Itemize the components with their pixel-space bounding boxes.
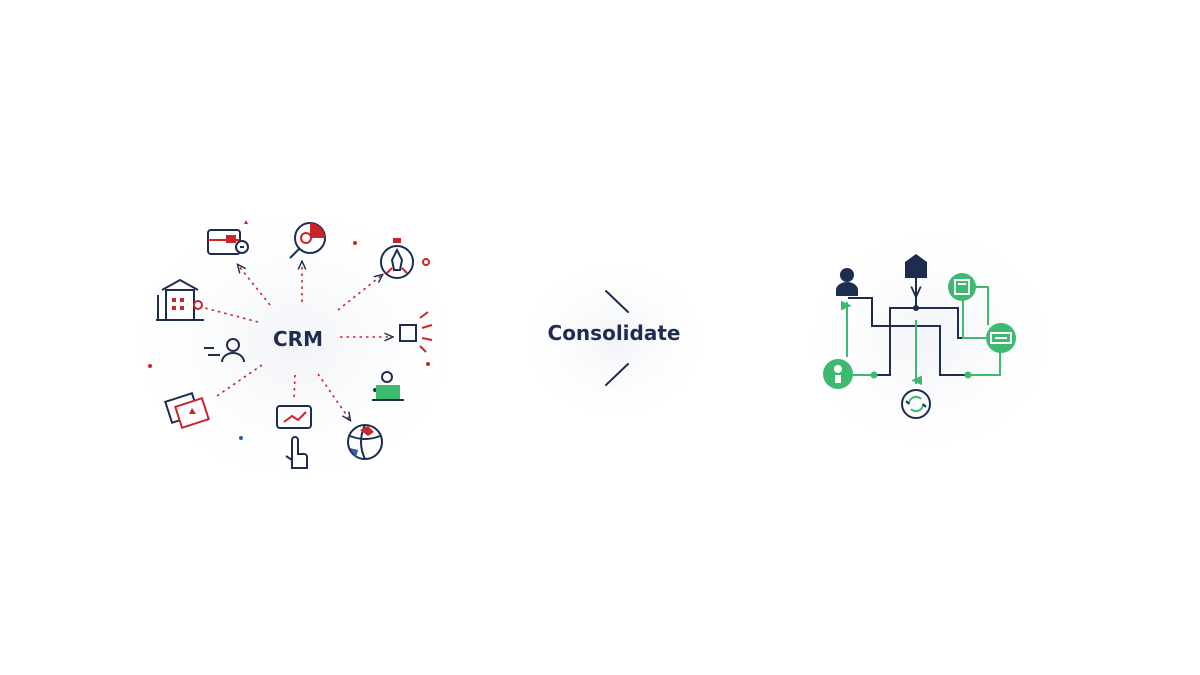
consolidate-label: Consolidate (548, 321, 681, 345)
hub-label: CRM (273, 327, 323, 351)
hub-halo (110, 190, 480, 500)
network-nodes (870, 305, 972, 379)
transition-halo (510, 250, 720, 430)
decorative-dots (148, 220, 430, 440)
magnifier-person-icon (289, 222, 326, 259)
person-icon (836, 268, 858, 296)
hub-spokes (204, 262, 392, 420)
computer-lock-icon (207, 229, 249, 255)
cards-icon (164, 391, 210, 430)
sync-icon (901, 389, 931, 419)
toggle-icon (986, 323, 1016, 353)
location-person-icon (823, 359, 853, 389)
globe-icon (347, 424, 383, 460)
megaphone-icon (399, 311, 433, 353)
rocket-icon (380, 238, 430, 279)
building-icon (156, 278, 204, 321)
network-halo (790, 215, 1070, 465)
network-connectors (841, 280, 1001, 386)
chat-person-icon (204, 338, 245, 363)
hand-pointer-icon (285, 436, 308, 469)
chevron-right-icon (605, 290, 629, 386)
person-desk-icon (372, 371, 404, 401)
trash-box-icon (948, 273, 976, 301)
home-icon (905, 254, 927, 296)
tablet-icon (276, 405, 312, 429)
